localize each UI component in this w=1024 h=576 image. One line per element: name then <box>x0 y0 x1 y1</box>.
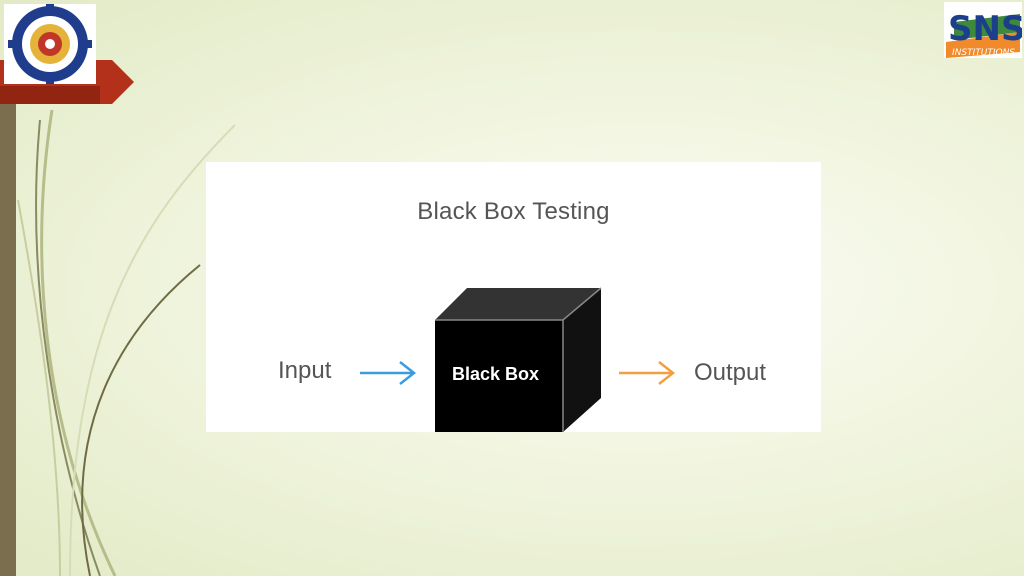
sns-college-of-engineering-seal-icon <box>8 2 92 86</box>
sns-institutions-logo-icon: SNS INSTITUTIONS <box>944 2 1024 58</box>
black-box-label: Black Box <box>452 364 540 384</box>
left-accent-bar <box>0 100 16 576</box>
black-box-diagram: Black Box Testing Input Black Box Output <box>206 162 821 432</box>
input-arrow-icon <box>360 361 417 385</box>
black-box-cube <box>435 287 602 432</box>
decorative-curves <box>17 109 236 576</box>
svg-text:INSTITUTIONS: INSTITUTIONS <box>952 48 1015 58</box>
institution-logo: SNS INSTITUTIONS <box>944 2 1024 58</box>
college-logo <box>4 2 96 86</box>
input-label: Input <box>278 357 332 384</box>
svg-text:SNS: SNS <box>948 9 1022 49</box>
output-arrow-icon <box>619 361 676 385</box>
output-label: Output <box>694 359 767 386</box>
diagram-title: Black Box Testing <box>417 198 610 225</box>
